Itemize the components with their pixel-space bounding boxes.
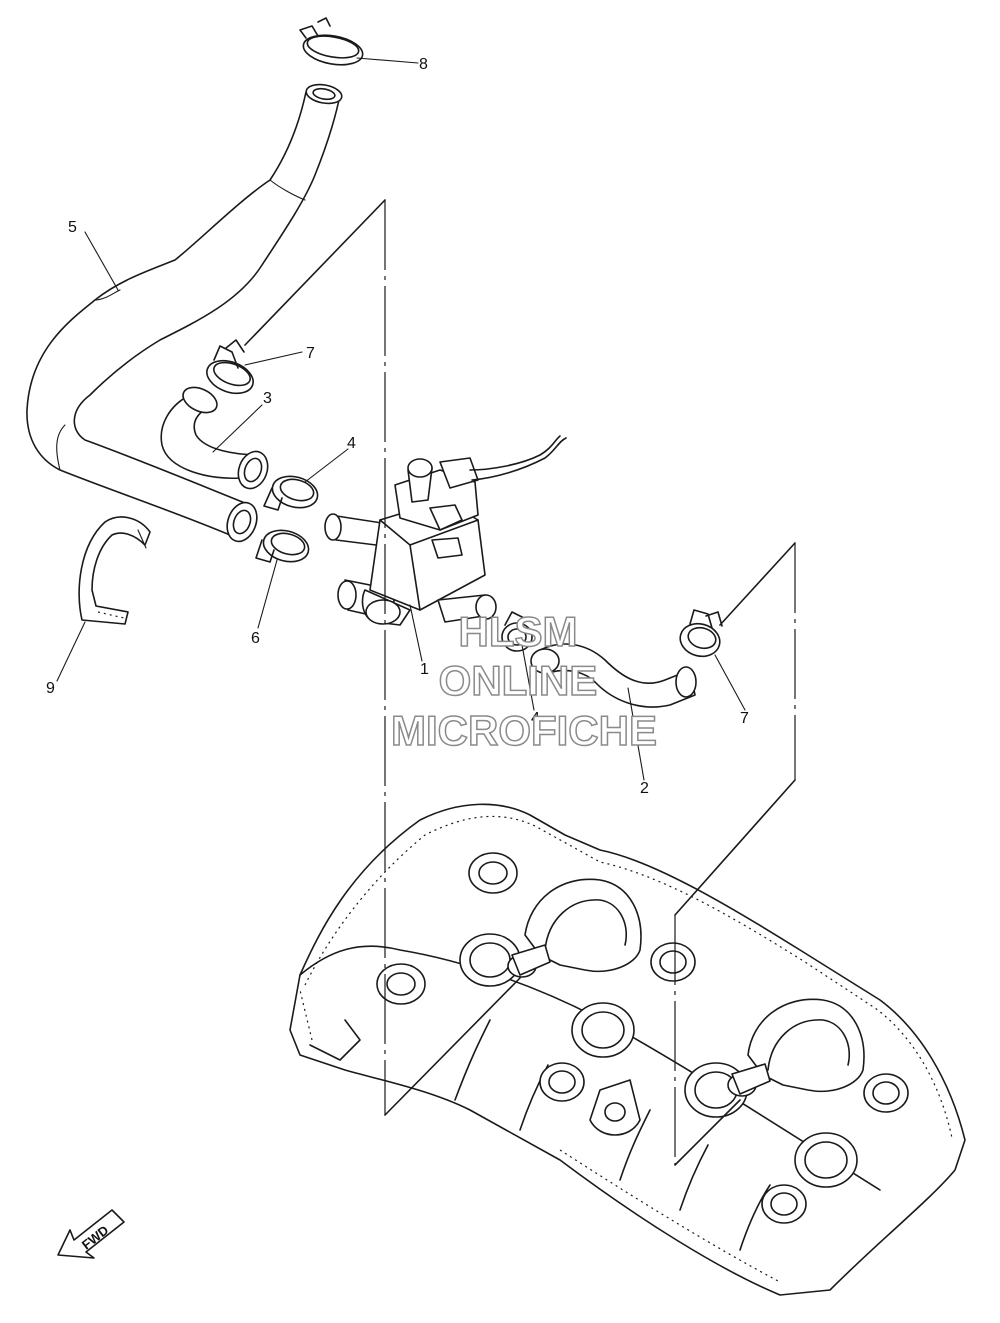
callout-9: 9 xyxy=(46,680,55,697)
clamp-4b xyxy=(501,611,533,652)
reed-valve-cover-left xyxy=(507,878,642,978)
head-cover xyxy=(289,803,966,1296)
bolt-boss xyxy=(650,942,696,982)
callout-8: 8 xyxy=(419,56,428,73)
bolt-boss xyxy=(376,963,426,1005)
hose-3 xyxy=(160,386,269,490)
callout-1: 1 xyxy=(420,661,429,678)
watermark-line-2: ONLINE xyxy=(439,657,598,704)
watermark: HLSM ONLINE MICROFICHE xyxy=(390,607,658,755)
band-9 xyxy=(78,516,151,625)
bolt-boss xyxy=(761,1184,807,1224)
callout-7b: 7 xyxy=(740,710,749,727)
callout-6: 6 xyxy=(251,630,260,647)
hose-2 xyxy=(530,643,697,708)
clamp-8 xyxy=(299,17,364,66)
callout-2: 2 xyxy=(640,780,649,797)
assembly-guide-lines xyxy=(244,199,796,1166)
valve-1 xyxy=(324,435,567,626)
callout-4b: 4 xyxy=(531,710,540,727)
hose-5 xyxy=(26,83,343,543)
forward-direction-arrow: FWD xyxy=(57,1209,125,1259)
bolt-boss xyxy=(468,852,518,894)
clamp-7a xyxy=(206,339,254,395)
callout-7: 7 xyxy=(306,345,315,362)
callout-3: 3 xyxy=(263,390,272,407)
bolt-boss xyxy=(863,1073,909,1113)
callout-labels: 8 5 7 3 4 6 9 1 4 7 2 xyxy=(46,56,749,797)
plug-hole xyxy=(794,1132,858,1188)
bolt-boss xyxy=(539,1062,585,1102)
callout-4: 4 xyxy=(347,435,356,452)
watermark-line-1: HLSM xyxy=(459,608,578,655)
clamp-7b xyxy=(679,609,723,658)
watermark-line-3: MICROFICHE xyxy=(391,707,657,754)
reed-valve-cover-right xyxy=(727,998,865,1097)
callout-5: 5 xyxy=(68,219,77,236)
leader-lines xyxy=(56,57,746,781)
clamp-4a xyxy=(263,475,319,511)
bracket-tab xyxy=(589,1079,641,1136)
plug-hole xyxy=(571,1002,635,1058)
clamp-6 xyxy=(255,529,310,563)
